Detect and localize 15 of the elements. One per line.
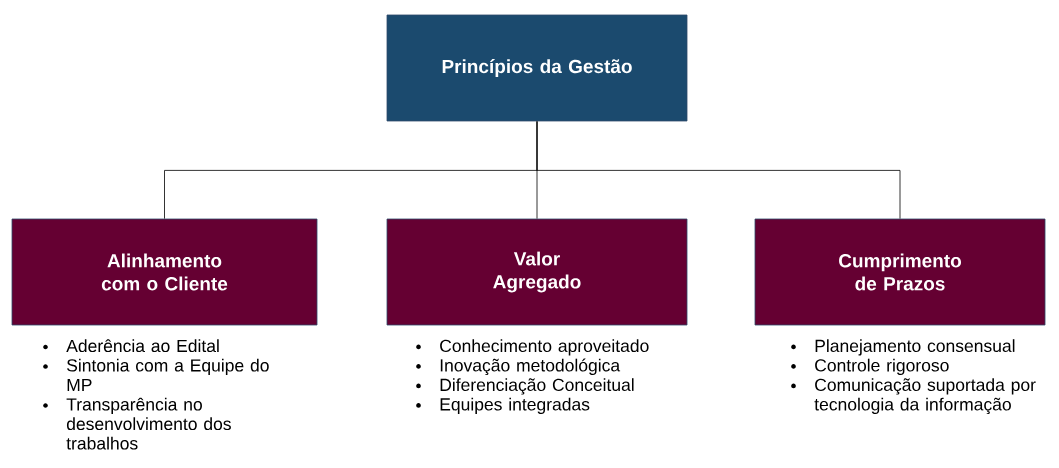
connector: [536, 121, 901, 219]
heading-box: Alinhamento com o Cliente: [11, 218, 318, 326]
heading-box: Princípios da Gestão: [386, 14, 688, 122]
bullet-item: Transparência no desenvolvimento dos trabalhos: [43, 397, 231, 450]
bullet-item: Controle rigoroso: [791, 358, 949, 375]
bullet-item: Inovação metodológica: [416, 358, 621, 376]
heading-box: Valor Agregado: [386, 218, 688, 326]
bullet-item: Equipes integradas: [416, 397, 590, 414]
heading-box: Cumprimento de Prazos: [754, 218, 1046, 326]
bullet-item: Planejamento consensual: [791, 339, 1015, 356]
bullet-item: Conhecimento aproveitado: [416, 339, 649, 356]
bullet-item: Sintonia com a Equipe do MP: [43, 358, 269, 391]
bullet-item: Comunicação suportada por tecnologia da informação: [791, 378, 1036, 415]
bullet-item: Aderência ao Edital: [43, 339, 219, 353]
bullet-item: Diferenciação Conceitual: [416, 378, 634, 395]
